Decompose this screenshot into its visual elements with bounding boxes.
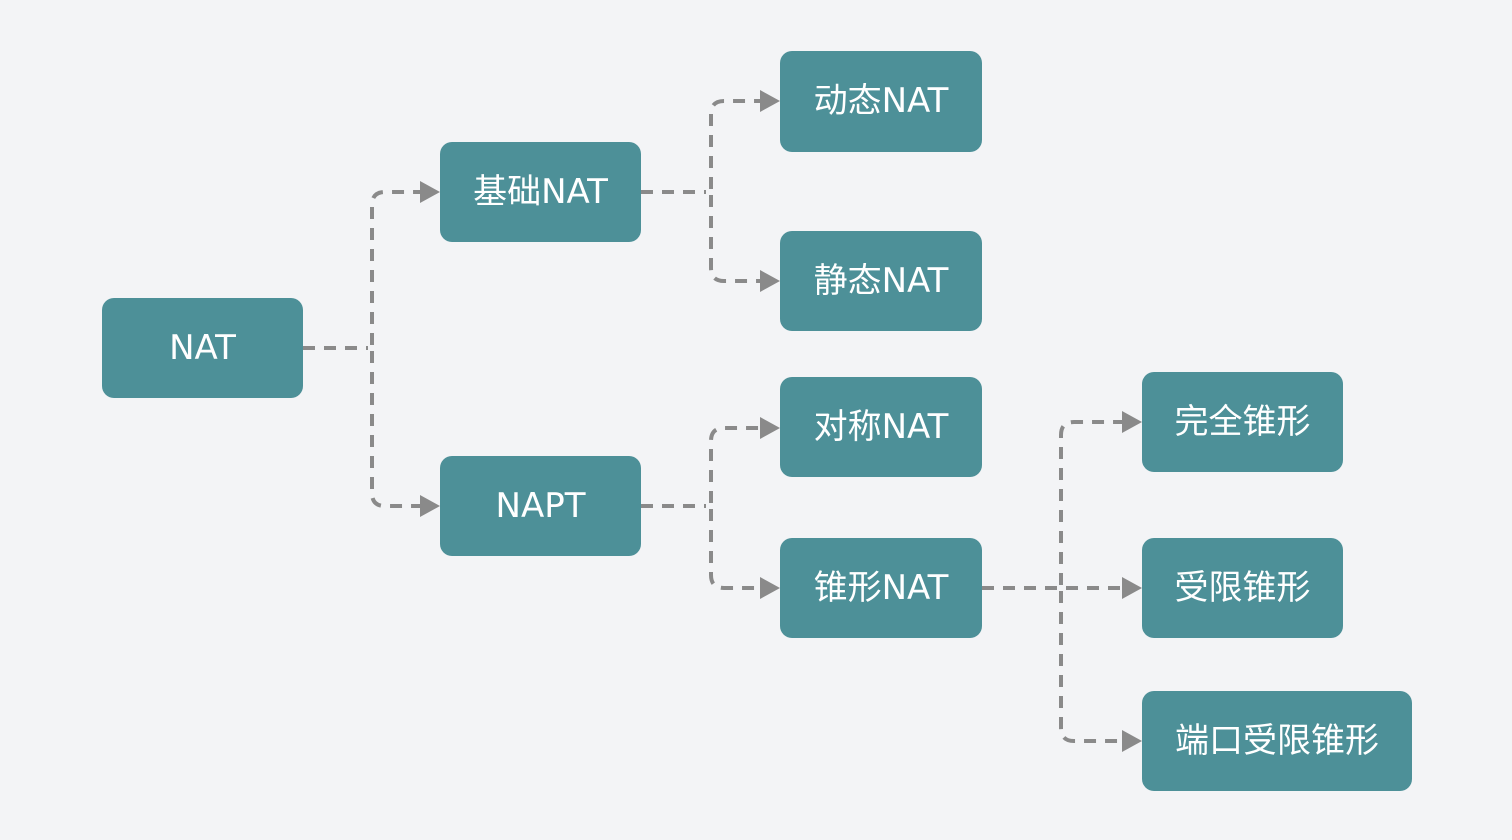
node-napt: NAPT — [440, 456, 641, 556]
connector-nat-to-napt — [370, 351, 424, 508]
node-restricted-cone: 受限锥形 — [1142, 538, 1343, 638]
node-full-cone: 完全锥形 — [1142, 372, 1343, 472]
connector-group-cone-nat — [982, 411, 1142, 752]
arrowhead-icon — [1122, 730, 1142, 752]
arrowhead-icon — [1122, 411, 1142, 433]
node-label: 完全锥形 — [1175, 402, 1311, 442]
connector-cone-nat-to-full-cone — [1059, 420, 1126, 585]
node-label: 端口受限锥形 — [1175, 721, 1379, 761]
connector-napt-to-symmetric-nat — [709, 426, 764, 503]
node-label: 受限锥形 — [1175, 568, 1311, 608]
arrowhead-icon — [1122, 577, 1142, 599]
connector-nat-to-basic-nat — [370, 190, 424, 345]
connector-group-basic-nat — [641, 90, 780, 292]
node-label: 锥形NAT — [814, 568, 949, 608]
node-basic-nat: 基础NAT — [440, 142, 641, 242]
node-label: 对称NAT — [814, 407, 949, 447]
node-nat: NAT — [102, 298, 303, 398]
node-dynamic-nat: 动态NAT — [780, 51, 982, 152]
arrowhead-icon — [420, 495, 440, 517]
connector-basic-nat-to-static-nat — [709, 195, 764, 283]
node-label: NAT — [169, 328, 236, 368]
connector-group-napt — [641, 417, 780, 599]
arrowhead-icon — [760, 577, 780, 599]
node-cone-nat: 锥形NAT — [780, 538, 982, 638]
node-label: 动态NAT — [814, 81, 949, 121]
connector-napt-to-cone-nat — [709, 509, 764, 590]
arrowhead-icon — [420, 181, 440, 203]
node-port-restricted-cone: 端口受限锥形 — [1142, 691, 1412, 791]
node-label: 基础NAT — [473, 172, 608, 212]
node-symmetric-nat: 对称NAT — [780, 377, 982, 477]
arrowhead-icon — [760, 417, 780, 439]
node-label: 静态NAT — [814, 261, 949, 301]
arrowhead-icon — [760, 270, 780, 292]
connector-basic-nat-to-dynamic-nat — [709, 99, 764, 189]
connector-cone-nat-to-port-restricted-cone — [1059, 591, 1126, 743]
connector-group-nat — [303, 181, 440, 517]
arrowhead-icon — [760, 90, 780, 112]
node-static-nat: 静态NAT — [780, 231, 982, 331]
node-label: NAPT — [496, 486, 586, 526]
